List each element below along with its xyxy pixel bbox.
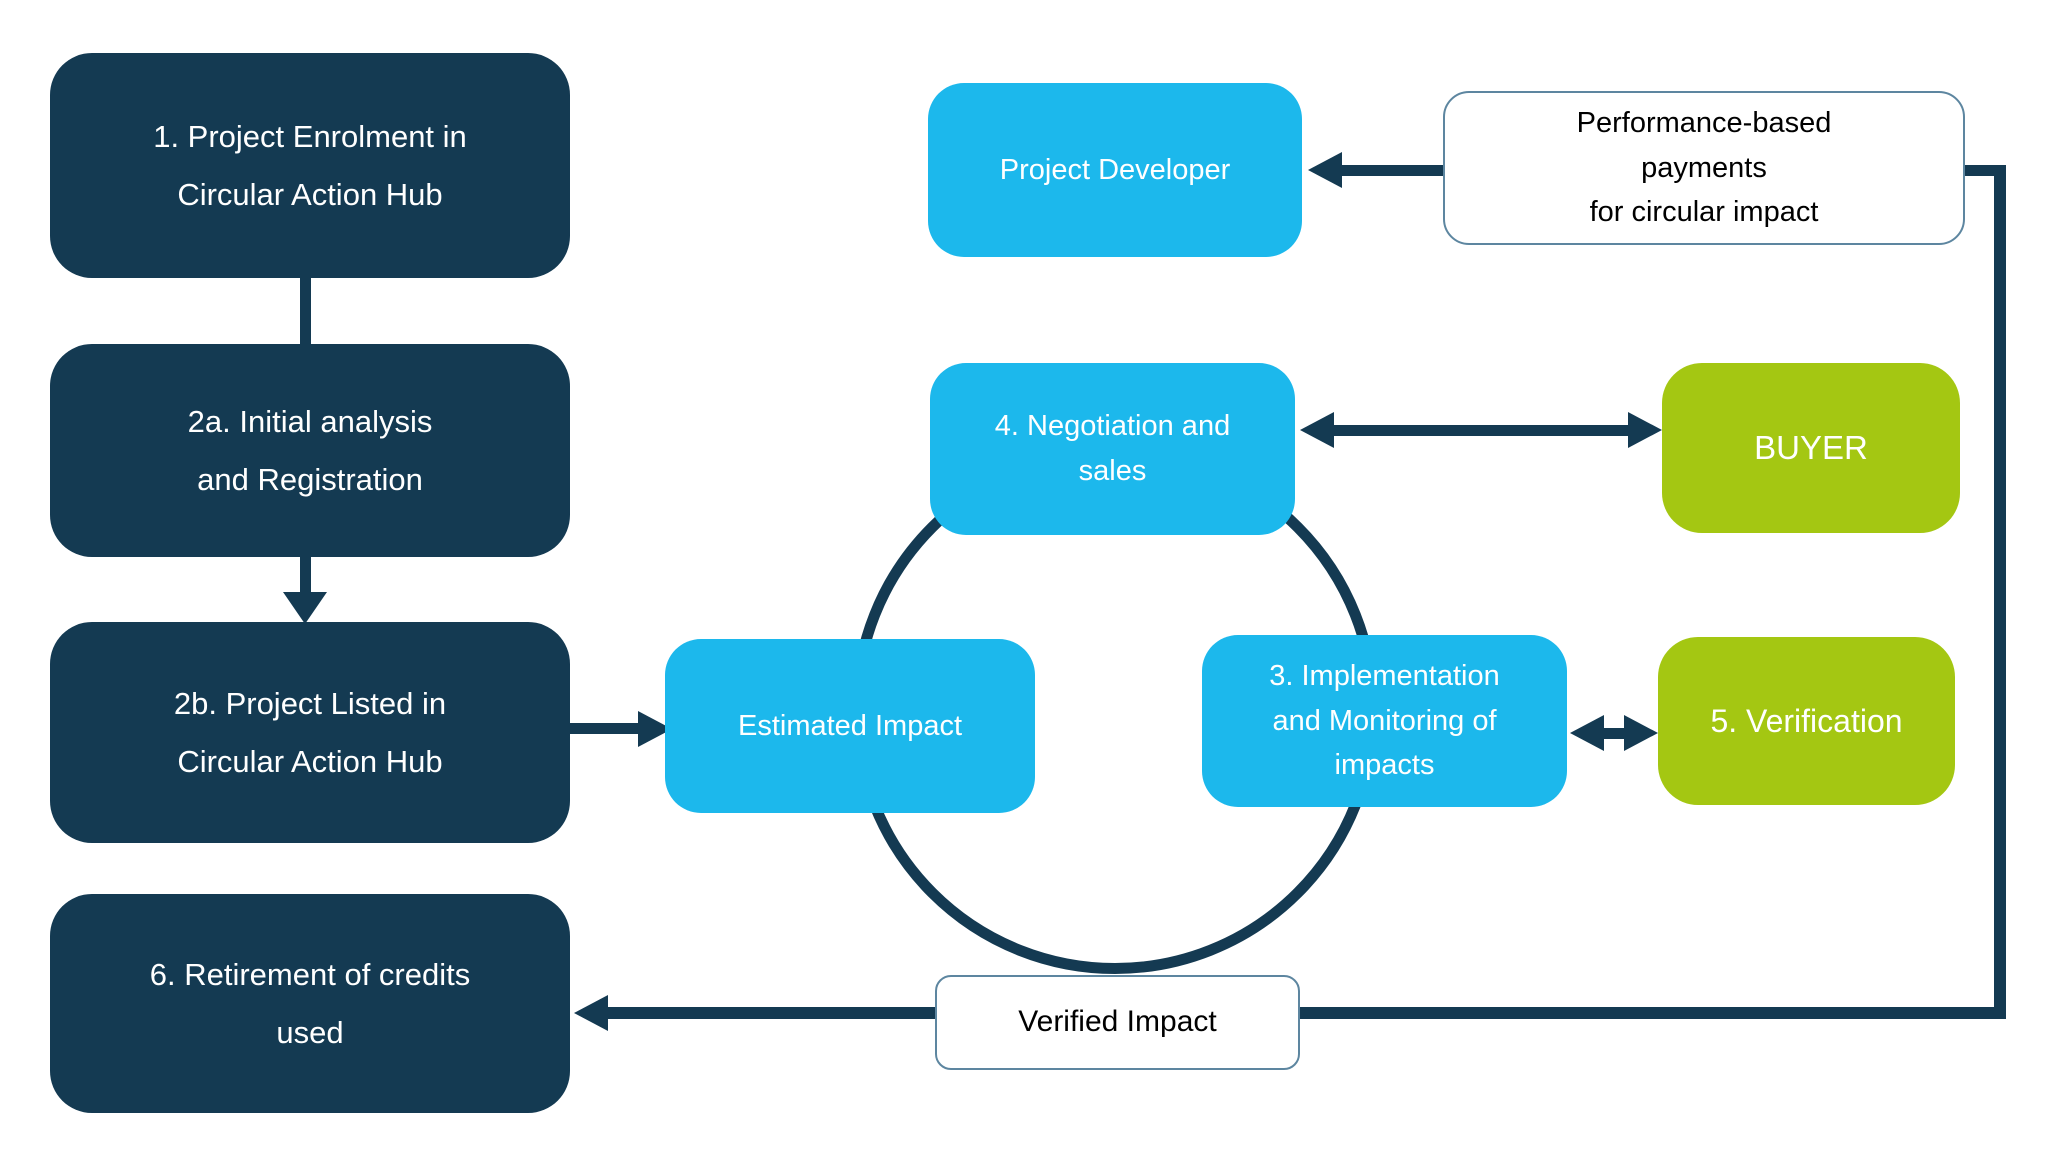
node-initial-analysis: 2a. Initial analysis and Registration — [50, 344, 570, 557]
arrowhead-left-icon — [1300, 412, 1334, 448]
node-verification-label: 5. Verification — [1710, 702, 1903, 739]
node-verified-impact-label: Verified Impact — [1018, 1005, 1217, 1039]
arrowhead-left-icon — [574, 995, 608, 1031]
connector-bottom-horizontal — [606, 1007, 2006, 1019]
node-retirement-of-credits-label: 6. Retirement of credits used — [149, 957, 471, 1050]
node-initial-analysis-label: 2a. Initial analysis and Registration — [187, 404, 433, 497]
node-project-enrolment-label: 1. Project Enrolment in Circular Action … — [153, 119, 467, 212]
node-project-listed: 2b. Project Listed in Circular Action Hu… — [50, 622, 570, 843]
node-project-developer: Project Developer — [928, 83, 1302, 257]
node-project-listed-label: 2b. Project Listed in Circular Action Hu… — [173, 686, 447, 779]
node-estimated-impact-label: Estimated Impact — [737, 709, 963, 742]
arrowhead-down-icon — [283, 592, 327, 624]
node-estimated-impact: Estimated Impact — [665, 639, 1035, 813]
connector-enrolment-to-initial — [300, 278, 311, 344]
connector-payments-right-stub — [1960, 165, 2006, 176]
node-implementation-monitoring: 3. Implementation and Monitoring of impa… — [1202, 635, 1567, 807]
node-retirement-of-credits: 6. Retirement of credits used — [50, 894, 570, 1113]
node-buyer-label: BUYER — [1754, 428, 1868, 466]
node-implementation-monitoring-label: 3. Implementation and Monitoring of impa… — [1269, 659, 1500, 782]
arrowhead-left-icon — [1308, 152, 1342, 188]
node-negotiation-sales: 4. Negotiation and sales — [930, 363, 1295, 535]
connector-payments-to-developer — [1338, 165, 1445, 176]
node-buyer: BUYER — [1662, 363, 1960, 533]
arrowhead-right-icon — [1624, 715, 1658, 751]
connector-implementation-verification — [1596, 728, 1632, 739]
node-verified-impact: Verified Impact — [935, 975, 1300, 1070]
node-performance-payments: Performance-based payments for circular … — [1443, 91, 1965, 245]
arrowhead-left-icon — [1570, 715, 1604, 751]
connector-initial-to-listed — [300, 557, 311, 595]
node-verification: 5. Verification — [1658, 637, 1955, 805]
connector-negotiation-buyer — [1326, 425, 1634, 436]
node-project-enrolment: 1. Project Enrolment in Circular Action … — [50, 53, 570, 278]
connector-right-vertical — [1994, 165, 2006, 1019]
node-project-developer-label: Project Developer — [999, 153, 1231, 186]
node-performance-payments-label: Performance-based payments for circular … — [1576, 106, 1832, 229]
node-negotiation-sales-label: 4. Negotiation and sales — [994, 410, 1231, 487]
connector-listed-to-estimated — [570, 723, 642, 734]
arrowhead-right-icon — [1628, 412, 1662, 448]
